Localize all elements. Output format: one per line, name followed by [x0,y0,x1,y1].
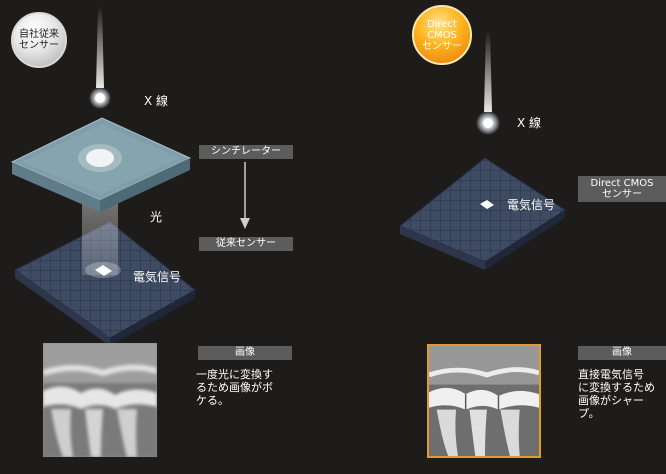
left-image-description: 一度光に変換す るため画像がボ ケる。 [196,368,273,407]
right-xray-image [427,344,541,458]
left-signal-label: 電気信号 [133,270,182,284]
right-xray-beam [476,30,500,135]
left-xray-label: X 線 [144,94,169,108]
right-sensor-badge: Direct CMOS センサー [412,5,472,65]
scintillator-label: シンチレーター [199,145,293,159]
left-scintillator-plate [10,117,192,212]
right-xray-label: X 線 [517,116,542,130]
left-process-arrow [240,162,250,229]
right-image-label: 画像 [578,346,666,360]
left-badge-line2: センサー [19,40,59,51]
cmos-sensor-label: Direct CMOS センサー [578,176,666,202]
left-badge-line1: 自社従来 [19,29,59,40]
left-xray-image [43,343,157,457]
light-label: 光 [150,210,163,224]
conventional-sensor-label: 従来センサー [199,237,293,251]
right-badge-line3: センサー [422,40,462,52]
right-signal-label: 電気信号 [507,198,556,212]
left-image-label: 画像 [198,346,292,360]
right-image-description: 直接電気信号 に変換するため 画像がシャー プ。 [578,368,655,420]
right-cmos-plate [399,157,566,270]
cmos-sensor-label-line2: センサー [602,189,642,200]
cmos-sensor-label-line1: Direct CMOS [590,178,654,189]
right-badge-line1: Direct [427,18,457,30]
left-sensor-badge: 自社従来 センサー [11,12,67,68]
right-badge-line2: CMOS [427,29,457,41]
left-xray-beam [89,6,111,109]
